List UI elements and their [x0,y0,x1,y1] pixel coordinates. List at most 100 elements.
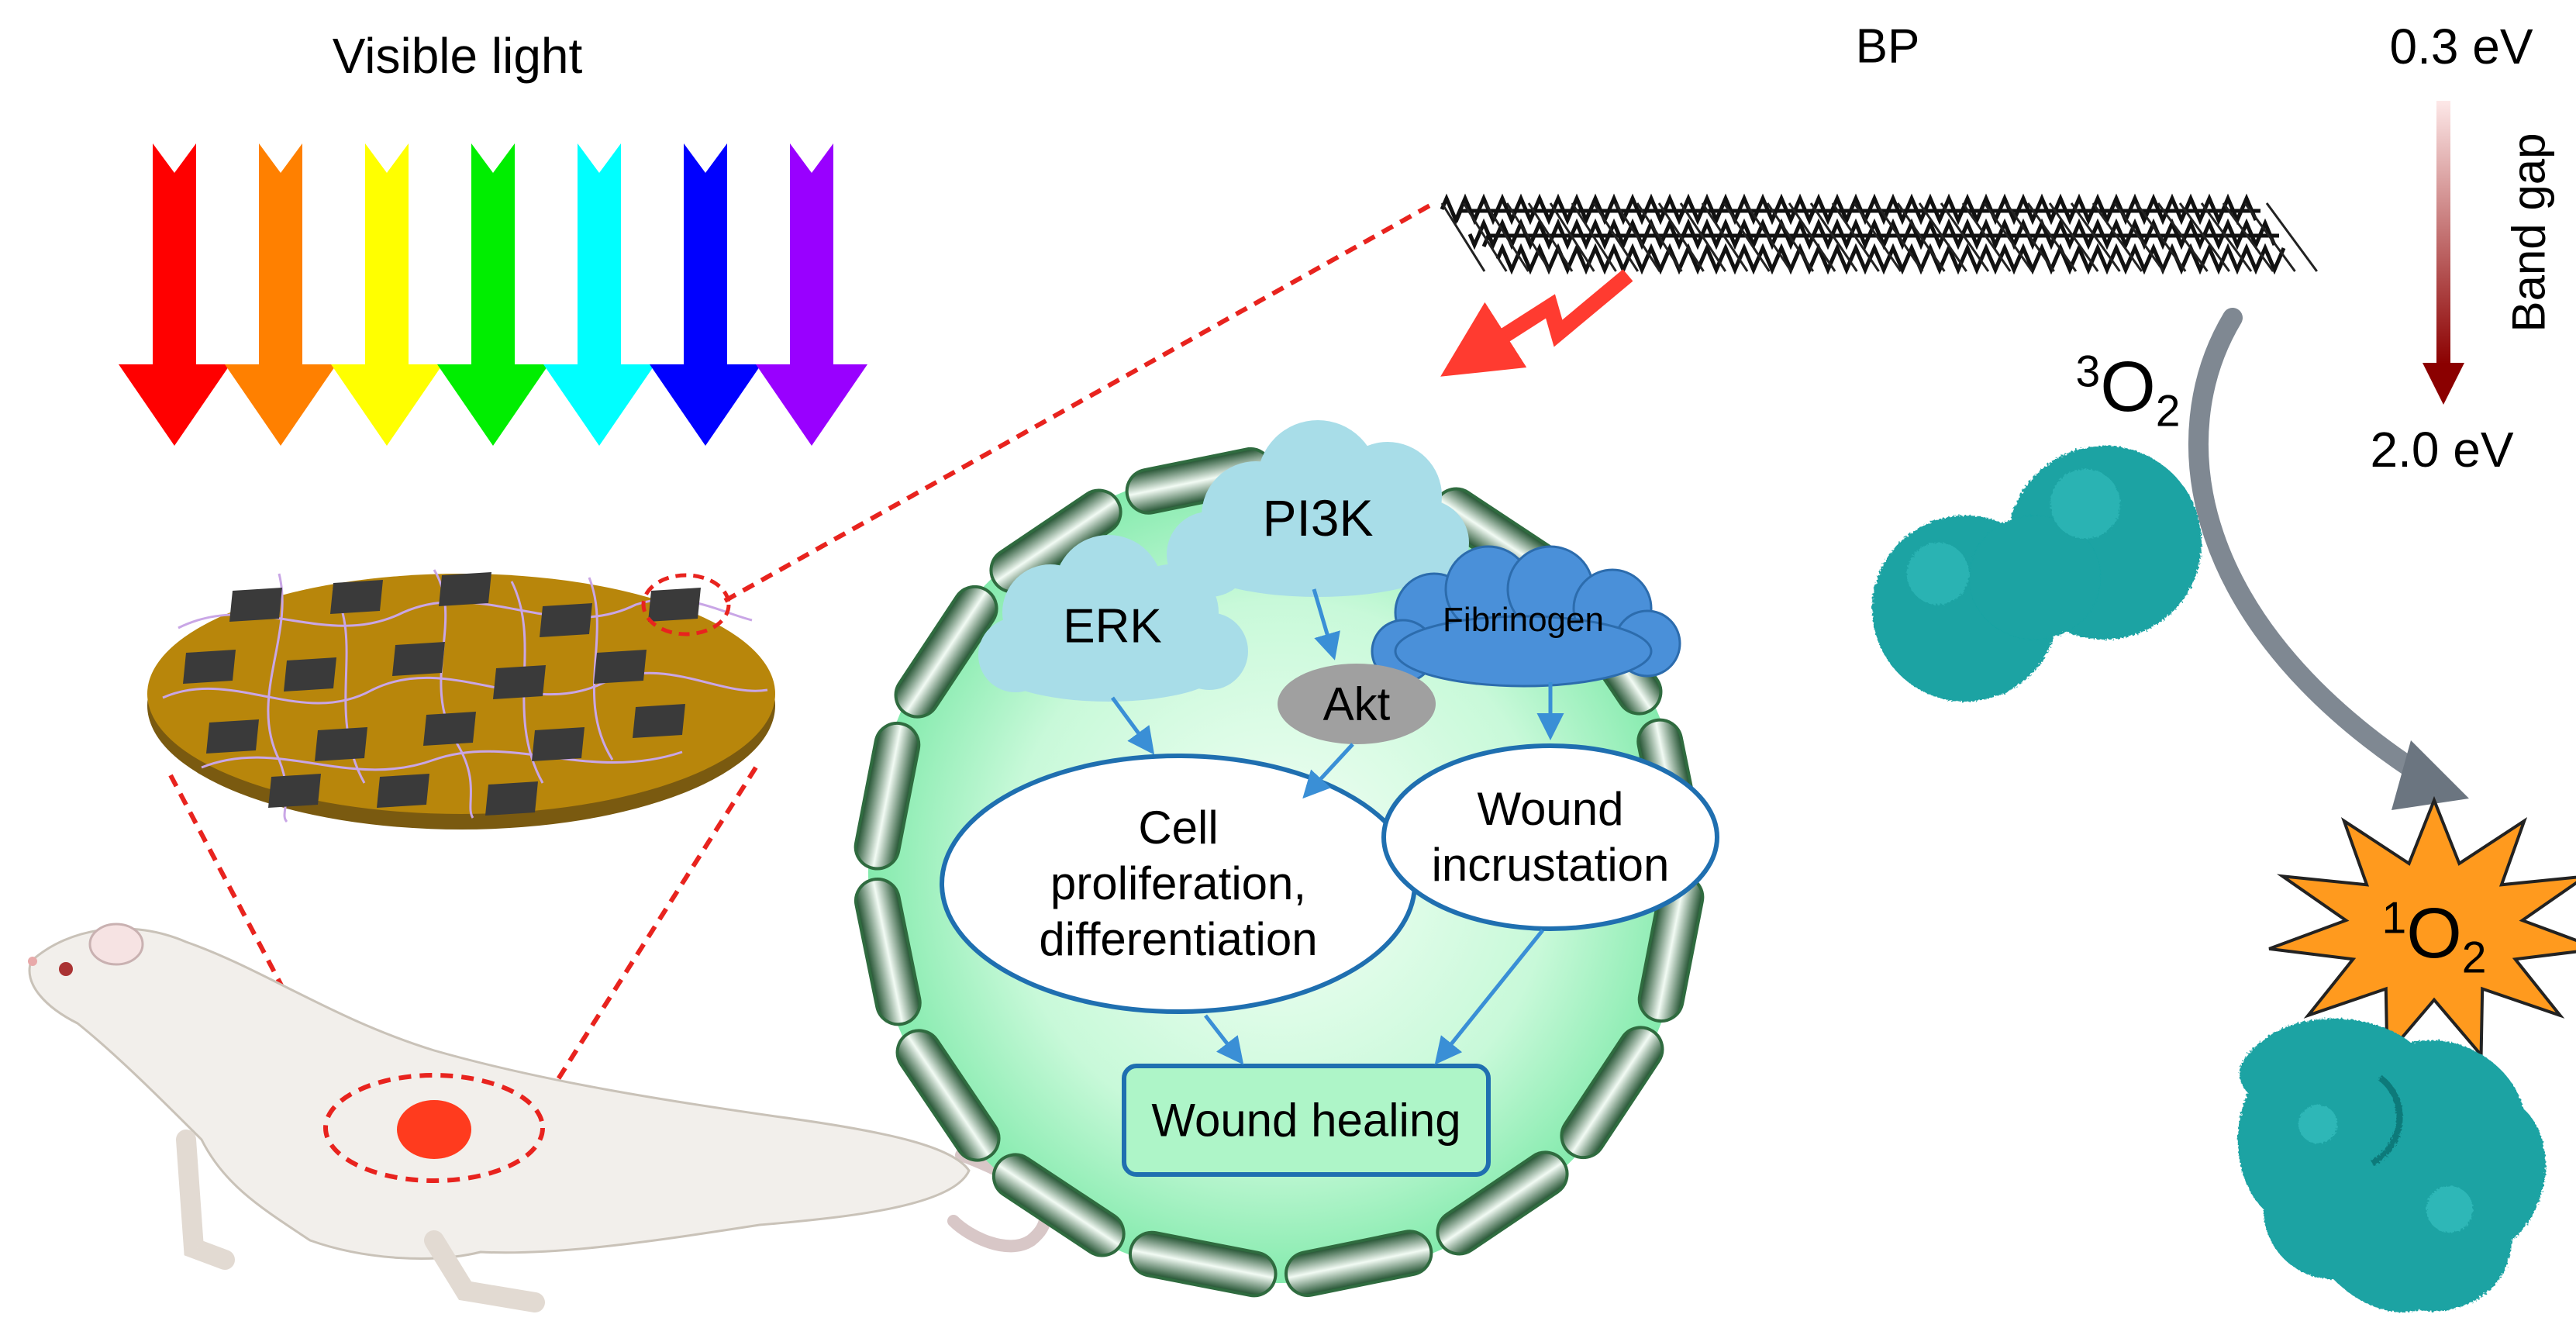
light-arrow [543,143,655,446]
wound-incrustation-line-1: Wound [1477,783,1624,835]
membrane-segment [991,1153,1126,1257]
membrane-segment [1560,1026,1664,1160]
bp-film-disk [147,569,775,830]
ev-top-label: 0.3 eV [2389,19,2533,74]
bp-sheet-bond [1723,202,1771,272]
singlet-oxygen-sub: 2 [2461,933,2487,983]
bp-sheet-bond [2026,202,2078,272]
pi3k-label: PI3K [1262,489,1374,547]
bp-flake [392,642,445,676]
bp-sheet-row [1454,209,2260,222]
erk-cloud [978,535,1248,702]
bp-sheet-bond [2200,202,2253,272]
bp-sheet-row [1495,243,2286,275]
bp-flake [284,657,336,692]
singlet-oxygen-base: O [2406,894,2462,974]
film-fiber [267,573,288,823]
bp-flake [268,774,321,808]
membrane-segment [1128,1230,1278,1298]
wound-healing-box [1122,1064,1491,1177]
bp-sheet-bond [1766,202,1815,272]
band-gap-label: Band gap [2502,133,2555,333]
bp-sheet-bond [1701,202,1749,272]
bp-sheet-bond [1788,202,1836,272]
membrane-segment [853,721,921,871]
lightning-icon [1440,269,1633,377]
bp-flake [540,603,592,637]
bp-sheet-bond [1853,202,1902,272]
bp-sheet-bond [2113,202,2165,272]
bp-sheet-bond [1831,202,1880,272]
singlet-oxygen-sup: 1 [2381,893,2407,943]
fibrinogen-cloud [1371,545,1681,688]
bp-flake [493,665,546,699]
light-arrow [650,143,761,446]
bp-sheet-bond [1679,202,1727,272]
oxygen-conversion-arrow [2188,308,2469,810]
triplet-oxygen-base: O [2100,347,2156,427]
akt-label: Akt [1322,678,1391,730]
bp-sheet-bond [2243,202,2296,272]
bp-sheet-bond [1809,202,1858,272]
bp-sheet-bond [1592,202,1640,272]
film-fiber [201,750,683,771]
bp-flake [183,650,236,684]
membrane-segment [1436,1150,1569,1256]
bp-sheet-bond [2222,202,2274,272]
bp-flake [206,719,259,754]
ev-bottom-label: 2.0 eV [2370,422,2514,478]
bp-sheet-bond [1462,202,1508,272]
bacteria-intact-icon [1872,446,2202,702]
wound-incrustation-ellipse [1381,743,1719,931]
singlet-oxygen-label: 1O2 [2382,892,2487,983]
membrane-segment [1285,1230,1433,1298]
band-gap-arrow [2423,101,2464,405]
film-fiber [162,671,768,705]
visible-light-arrows [119,143,867,446]
film-fiber [588,577,614,761]
singlet-oxygen-burst-icon [2268,795,2576,1060]
bp-flake [330,580,383,614]
dashed-zoom-lines [168,201,1436,1130]
membrane-segment [853,878,922,1026]
cell-proliferation-label: Cell proliferation, differentiation [1039,800,1317,967]
bp-sheet-bond [1918,202,1967,272]
bp-sheet-bond [2135,202,2187,272]
bp-sheet-row [1481,233,2279,247]
bp-sheet-bond [2157,202,2209,272]
bp-sheet-bond [1440,202,1486,272]
bp-sheet-bond [1549,202,1595,272]
pathway-arrows [1110,588,1564,1065]
bp-sheet-bond [1614,202,1661,272]
bp-sheet-bond [1983,202,2033,272]
rat-illustration [28,923,1052,1312]
bp-sheet-bond [1896,202,1946,272]
bp-sheet-bond [1874,202,1924,272]
bp-label: BP [1855,19,1920,74]
bp-flake [532,727,585,761]
light-arrow [119,143,230,446]
black-phosphorus-sheet-icon [1440,193,2318,275]
akt-oval [1278,664,1436,744]
bp-flake [423,712,476,746]
bp-sheet-bond [1571,202,1617,272]
pi3k-cloud [1167,420,1469,597]
wound-incrustation-line-2: incrustation [1431,839,1670,891]
bp-flake [315,727,367,761]
light-arrow [437,143,549,446]
light-arrow [756,143,867,446]
erk-label: ERK [1063,599,1162,654]
cell-proliferation-line-3: differentiation [1039,913,1318,965]
bp-sheet-bond [1505,202,1552,272]
bp-sheet-bond [1636,202,1683,272]
triplet-oxygen-sub: 2 [2155,386,2181,436]
bp-sheet-bond [2005,202,2055,272]
bp-sheet-bond [1961,202,2012,272]
bp-sheet-bond [2070,202,2121,272]
wound-incrustation-label: Wound incrustation [1432,781,1670,893]
bacteria-damaged-icon [2237,1018,2546,1312]
visible-light-label: Visible light [332,28,583,84]
membrane-segment [895,1029,1001,1162]
bp-flake [485,781,538,816]
